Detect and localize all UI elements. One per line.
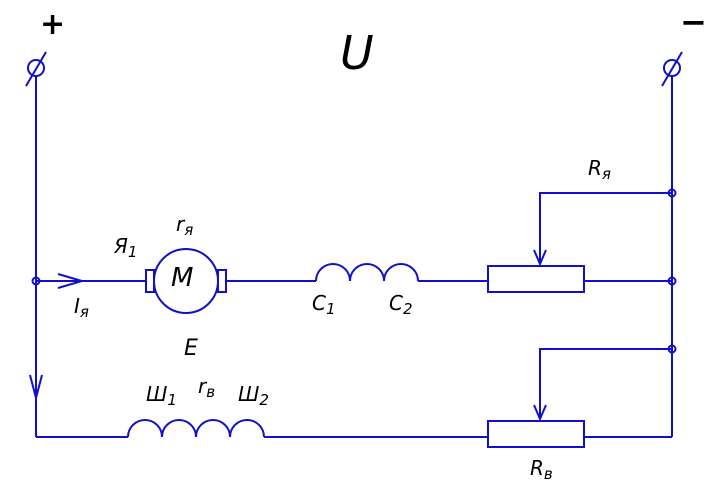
armature-resistance-sub: я: [184, 220, 194, 239]
shunt-start-index: 1: [167, 390, 177, 409]
junction-right-mid-dot: [667, 276, 677, 286]
shunt-resistance-sub: в: [206, 382, 216, 401]
minus-terminal-icon: [661, 51, 683, 87]
plus-terminal-label: +: [40, 7, 66, 42]
shunt-start-label: Ш1: [146, 384, 177, 408]
armature-terminal-letter: Я: [114, 234, 128, 258]
current-arrow-icon: [57, 273, 86, 289]
field-rheostat-sub: в: [543, 464, 553, 483]
armature-resistance-label: rя: [176, 214, 193, 238]
shunt-resistance-letter: r: [198, 374, 207, 398]
current-label: Iя: [74, 296, 89, 320]
armature-rheostat-sub: я: [601, 164, 611, 183]
armature-resistance-letter: r: [176, 212, 185, 236]
field-rheostat-letter: R: [530, 456, 544, 480]
junction-right-bottom-dot: [667, 344, 677, 354]
armature-rheostat-label: Rя: [588, 158, 611, 182]
armature-rheostat-letter: R: [588, 156, 602, 180]
series-start-label: С1: [312, 293, 336, 317]
field-rheostat-label: Rв: [530, 458, 553, 482]
series-end-label: С2: [389, 293, 413, 317]
shunt-end-label: Ш2: [238, 384, 269, 408]
shunt-end-letter: Ш: [238, 382, 260, 406]
armature-terminal-label: Я1: [114, 236, 137, 260]
series-end-index: 2: [402, 299, 413, 318]
shunt-resistance-label: rв: [198, 376, 215, 400]
series-start-letter: С: [312, 291, 326, 315]
series-start-index: 1: [325, 299, 336, 318]
junction-right-top-dot: [667, 188, 677, 198]
field-slider-wire: [539, 348, 672, 419]
current-letter: I: [74, 294, 80, 318]
armature-slider-wire: [539, 192, 672, 264]
armature-slider-arrow-icon: [533, 249, 547, 267]
series-winding-icon: [315, 263, 419, 282]
field-slider-arrow-icon: [533, 404, 547, 422]
motor-symbol-label: M: [171, 263, 194, 293]
voltage-label: U: [340, 26, 374, 80]
down-arrow-icon: [29, 374, 43, 402]
minus-terminal-label: −: [680, 3, 707, 41]
series-end-letter: С: [389, 291, 403, 315]
shunt-start-letter: Ш: [146, 382, 168, 406]
shunt-end-index: 2: [259, 390, 269, 409]
emf-label: E: [184, 336, 198, 361]
armature-rheostat-icon: [487, 265, 585, 293]
current-sub: я: [79, 302, 89, 321]
plus-terminal-icon: [25, 51, 47, 87]
shunt-winding-icon: [127, 419, 265, 438]
armature-terminal-index: 1: [127, 242, 138, 261]
field-rheostat-icon: [487, 420, 585, 448]
junction-left-dot: [31, 276, 41, 286]
